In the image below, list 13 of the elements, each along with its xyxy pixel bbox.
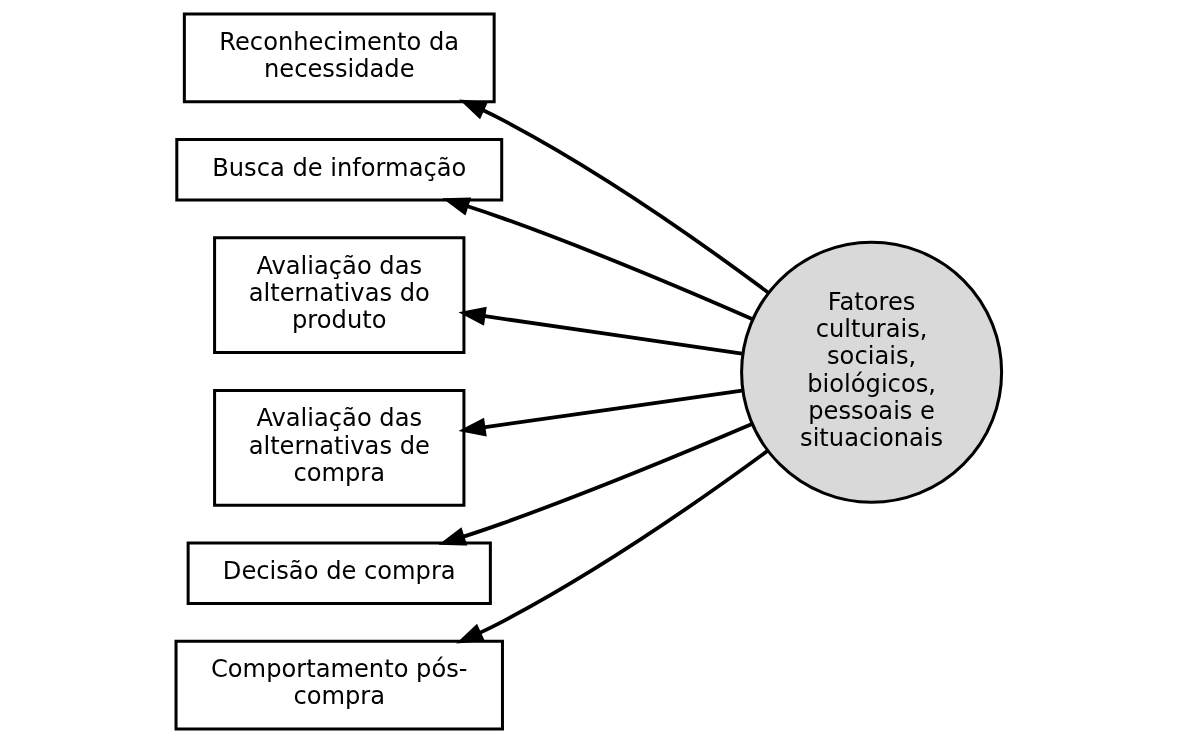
node-box: Reconhecimento da necessidade <box>182 12 496 104</box>
arrow <box>457 388 742 437</box>
node-circle: Fatores culturais, sociais, biológicos, pessoais e situacionais <box>739 240 1003 504</box>
arrow <box>437 422 753 546</box>
node-box: Busca de informação <box>174 138 503 202</box>
arrow <box>457 306 742 356</box>
arrow <box>441 197 753 321</box>
node-box: Comportamento pós-compra <box>174 639 504 731</box>
node-box: Avaliação das alternativas de compra <box>212 388 465 507</box>
node-box: Avaliação das alternativas do produto <box>212 236 465 355</box>
arrow <box>455 449 768 644</box>
node-box: Decisão de compra <box>186 541 492 605</box>
arrow <box>458 99 769 294</box>
